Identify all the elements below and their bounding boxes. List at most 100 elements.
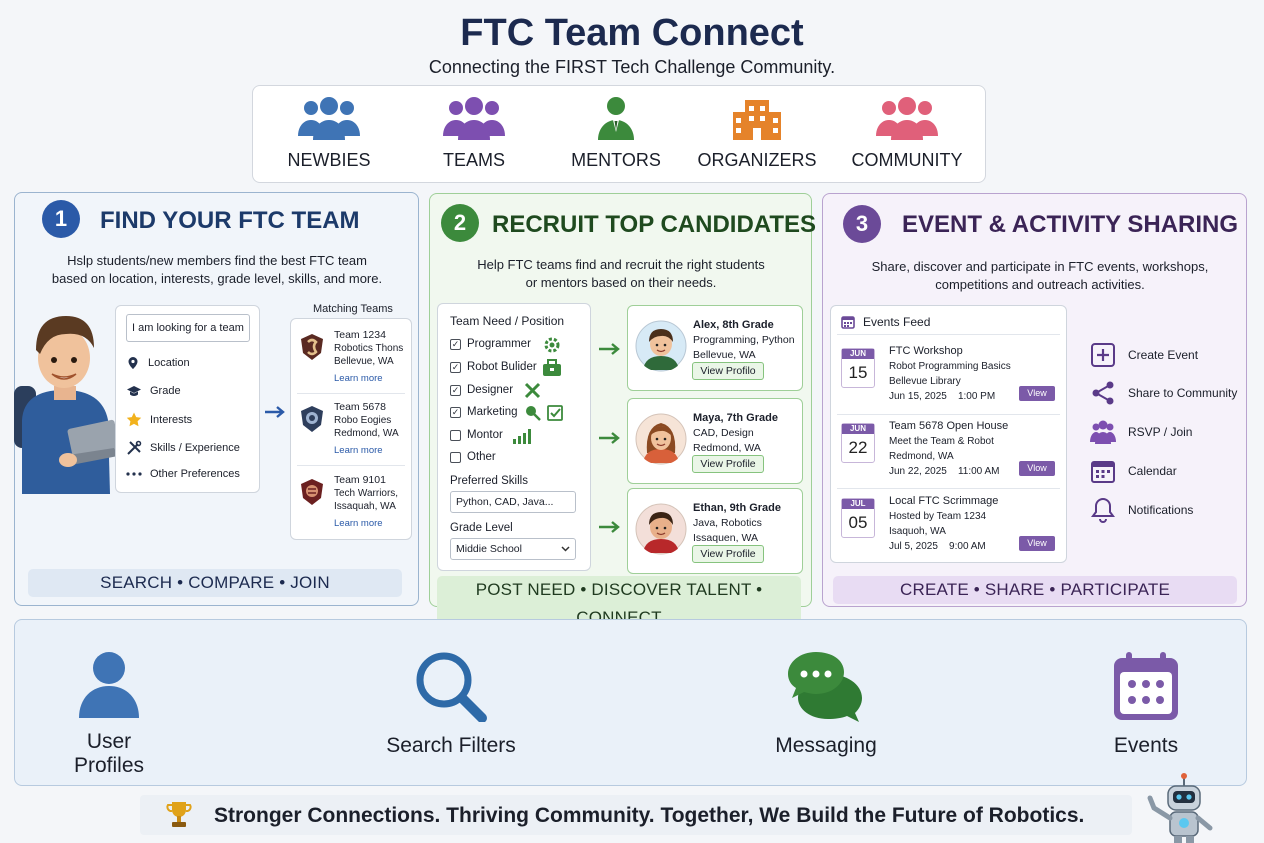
filter-grade[interactable]: Grade: [126, 384, 181, 398]
magnifier-icon: [416, 652, 487, 722]
building-icon: [733, 100, 781, 140]
candidate-location: Bellevue, WA: [693, 349, 756, 361]
desc-line: or mentors based on their needs.: [525, 275, 717, 290]
event-location: Isaquoh, WA: [889, 526, 946, 537]
audience-label: MENTORS: [571, 150, 661, 170]
audience-bar: NEWBIES TEAMS MENTORS ORGANIZERS COMMUNI…: [252, 85, 986, 183]
filter-label: Grade: [150, 385, 181, 397]
notifications-action[interactable]: Notifications: [1090, 497, 1193, 523]
need-robot-builder-checkbox[interactable]: ✓Robot Bulider: [450, 361, 537, 373]
checkbox[interactable]: [450, 451, 461, 463]
events-feed-title: Events Feed: [863, 315, 931, 329]
event-month: JUN: [842, 349, 874, 359]
need-other-checkbox[interactable]: Other: [450, 451, 496, 463]
filter-skills[interactable]: Skills / Experience: [126, 440, 240, 456]
checkbox[interactable]: ✓: [450, 384, 461, 396]
checkbox[interactable]: ✓: [450, 406, 461, 418]
view-profile-button[interactable]: View Profilo: [692, 362, 764, 380]
checkbox[interactable]: ✓: [450, 361, 461, 373]
share-icon: [1092, 381, 1114, 405]
share-community-action[interactable]: Share to Community: [1090, 381, 1237, 405]
slogan-banner: Stronger Connections. Thriving Community…: [140, 795, 1132, 835]
filter-interests[interactable]: Interests: [126, 412, 192, 427]
event-detail: Hosted by Team 1234: [889, 511, 987, 522]
filter-label: Location: [148, 357, 190, 369]
candidate-skills: Java, Robotics: [693, 517, 762, 529]
audience-label: NEWBIES: [287, 150, 371, 170]
feature-messaging[interactable]: Messaging: [773, 650, 879, 758]
chevron-down-icon: [561, 546, 570, 552]
filter-label: Interests: [150, 413, 193, 426]
team-need-form: Team Need / Position ✓Programmer ✓Robot …: [437, 303, 591, 571]
wrench-icon: [524, 382, 541, 399]
checkbox[interactable]: [450, 429, 461, 441]
desc-line: based on location, interests, grade leve…: [51, 271, 383, 286]
checkbox[interactable]: ✓: [450, 338, 461, 350]
view-event-button[interactable]: Vlew: [1019, 386, 1055, 401]
find-team-heading: FIND YOUR FTC TEAM: [100, 207, 360, 234]
location-pin-icon: [128, 357, 138, 369]
audience-organizers[interactable]: ORGANIZERS: [687, 96, 827, 171]
robot-mascot-icon: [1147, 773, 1213, 843]
filter-other[interactable]: Other Preferences: [126, 468, 240, 480]
desc-line: Hslp students/new members find the best …: [67, 253, 367, 268]
divider: [837, 414, 1060, 415]
audience-mentors[interactable]: MENTORS: [546, 96, 686, 171]
grade-level-select[interactable]: Middie School: [450, 538, 576, 560]
checkbox-label: Montor: [467, 429, 503, 441]
team-search-input[interactable]: I am looking for a team: [126, 314, 250, 342]
team-need-title: Team Need / Position: [450, 314, 565, 328]
need-programmer-checkbox[interactable]: ✓Programmer: [450, 338, 531, 350]
feature-events[interactable]: Events: [1101, 650, 1191, 758]
need-mentor-checkbox[interactable]: Montor: [450, 429, 503, 441]
audience-community[interactable]: COMMUNITY: [837, 96, 977, 171]
feature-search-filters[interactable]: Search Filters: [385, 650, 517, 758]
event-location: Bellevue Library: [889, 376, 961, 387]
calendar-icon: [841, 316, 855, 329]
need-designer-checkbox[interactable]: ✓ Designer: [450, 384, 513, 396]
view-event-button[interactable]: Vlew: [1019, 536, 1055, 551]
action-label: Notifications: [1128, 503, 1194, 517]
action-label: Create Event: [1128, 348, 1199, 362]
audience-teams[interactable]: TEAMS: [404, 96, 544, 171]
view-profile-button[interactable]: View Profile: [692, 455, 764, 473]
grade-level-label: Grade Level: [450, 522, 513, 534]
checkbox-label: Designer: [467, 384, 514, 396]
action-label: Share to Community: [1128, 386, 1238, 400]
need-marketing-checkbox[interactable]: ✓Marketing: [450, 406, 518, 418]
audience-newbies[interactable]: NEWBIES: [259, 96, 399, 171]
recruit-description: Help FTC teams find and recruit the righ…: [430, 256, 812, 292]
team-logo-icon: [301, 334, 323, 360]
event-month: JUL: [842, 499, 874, 509]
rsvp-action[interactable]: RSVP / Join: [1090, 420, 1192, 444]
gear-icon: [544, 337, 560, 353]
learn-more-link[interactable]: Learn more: [334, 373, 383, 384]
event-location: Redmond, WA: [889, 451, 954, 462]
candidate-name: Ethan, 9th Grade: [693, 502, 782, 514]
learn-more-link[interactable]: Learn more: [334, 518, 383, 529]
filter-location[interactable]: Location: [126, 356, 190, 370]
team-location: Redmond, WA: [334, 428, 399, 439]
calendar-icon: [1114, 652, 1178, 720]
calendar-action[interactable]: Calendar: [1090, 459, 1177, 483]
feature-user-profiles[interactable]: User Profiles: [49, 650, 169, 778]
divider: [837, 334, 1060, 335]
graduation-cap-icon: [127, 386, 141, 396]
learn-more-link[interactable]: Learn more: [334, 445, 383, 456]
preferred-skills-input[interactable]: Python, CAD, Java...: [450, 491, 576, 513]
view-event-button[interactable]: Vlow: [1019, 461, 1055, 476]
view-profile-button[interactable]: View Profile: [692, 545, 764, 563]
find-team-description: Hslp students/new members find the best …: [22, 252, 412, 288]
create-event-action[interactable]: Create Event: [1090, 343, 1198, 367]
event-day: 22: [848, 438, 868, 457]
